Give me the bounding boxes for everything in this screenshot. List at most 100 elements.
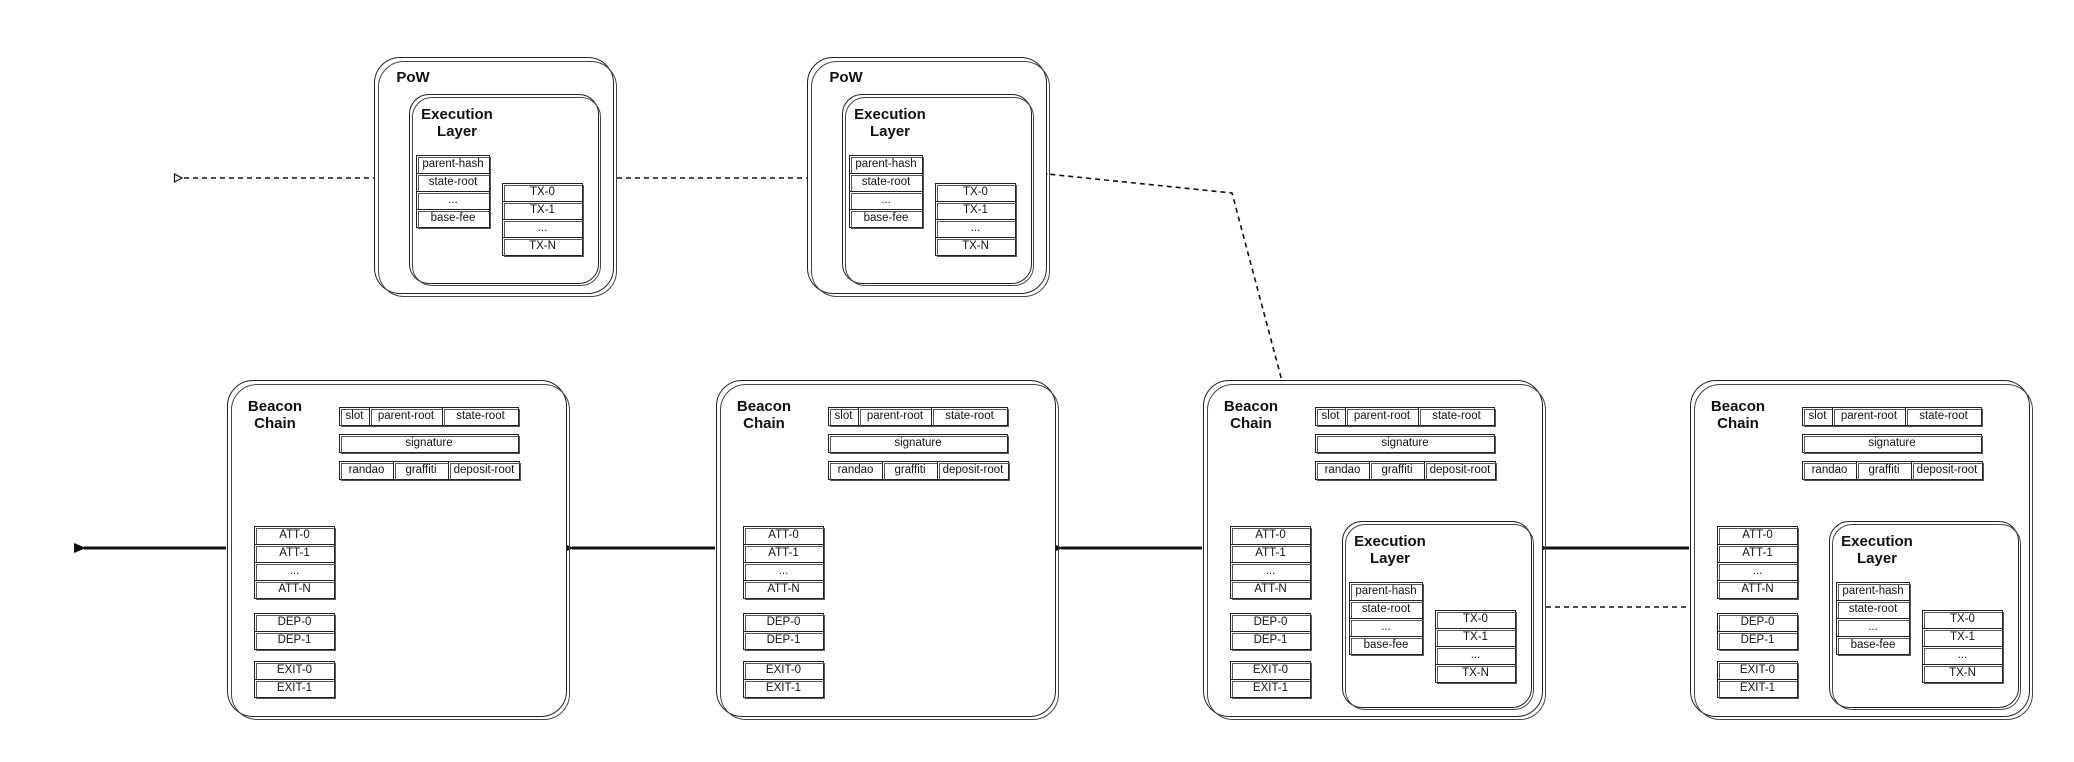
signature-cell: signature — [1802, 434, 1983, 454]
transaction-cell-tx-n: TX-N — [1922, 664, 2004, 684]
exit-cell-exit-0: EXIT-0 — [254, 661, 336, 681]
transaction-cell-tx-1: TX-1 — [935, 201, 1017, 221]
attestation-cell-att-0: ATT-0 — [254, 526, 336, 546]
header-cell-state-root: state-root — [442, 407, 520, 427]
signature-cell: signature — [339, 434, 520, 454]
beacon-chain-label: Beacon Chain — [1710, 398, 1766, 432]
header-field-cell-parent-hash: parent-hash — [1836, 582, 1911, 602]
header-field-cell-ellipsis: ... — [1349, 618, 1424, 638]
transaction-cell-ellipsis: ... — [502, 219, 584, 239]
transaction-cell-tx-0: TX-0 — [935, 183, 1017, 203]
signature-cell: signature — [1315, 434, 1496, 454]
header-cell-deposit-root: deposit-root — [937, 461, 1010, 481]
transaction-cell-ellipsis: ... — [935, 219, 1017, 239]
beacon-chain-label: Beacon Chain — [736, 398, 792, 432]
attestation-cell-att-0: ATT-0 — [1230, 526, 1312, 546]
transaction-cell-tx-1: TX-1 — [502, 201, 584, 221]
header-cell-deposit-root: deposit-root — [1424, 461, 1497, 481]
attestation-cell-ellipsis: ... — [254, 562, 336, 582]
header-cell-parent-root: parent-root — [369, 407, 444, 427]
header-cell-slot: slot — [339, 407, 371, 427]
transaction-cell-tx-0: TX-0 — [1922, 610, 2004, 630]
header-cell-deposit-root: deposit-root — [448, 461, 521, 481]
transaction-cell-tx-1: TX-1 — [1922, 628, 2004, 648]
attestation-cell-ellipsis: ... — [1230, 562, 1312, 582]
attestation-cell-att-n: ATT-N — [1717, 580, 1799, 600]
attestation-cell-att-1: ATT-1 — [1717, 544, 1799, 564]
header-field-cell-state-root: state-root — [1836, 600, 1911, 620]
header-field-cell-ellipsis: ... — [1836, 618, 1911, 638]
attestation-cell-att-1: ATT-1 — [743, 544, 825, 564]
exit-cell-exit-1: EXIT-1 — [1230, 679, 1312, 699]
deposit-cell-dep-0: DEP-0 — [1717, 613, 1799, 633]
header-cell-randao: randao — [828, 461, 884, 481]
exit-cell-exit-0: EXIT-0 — [1717, 661, 1799, 681]
deposit-cell-dep-0: DEP-0 — [1230, 613, 1312, 633]
header-field-cell-state-root: state-root — [1349, 600, 1424, 620]
attestation-cell-att-1: ATT-1 — [1230, 544, 1312, 564]
deposit-cell-dep-1: DEP-1 — [1230, 631, 1312, 651]
pow-label: PoW — [396, 69, 430, 86]
header-field-cell-state-root: state-root — [416, 173, 491, 193]
attestation-cell-att-n: ATT-N — [1230, 580, 1312, 600]
execution-layer-title: Execution Layer — [421, 106, 493, 140]
attestation-cell-att-1: ATT-1 — [254, 544, 336, 564]
deposit-cell-dep-1: DEP-1 — [743, 631, 825, 651]
exit-cell-exit-0: EXIT-0 — [1230, 661, 1312, 681]
header-field-cell-state-root: state-root — [849, 173, 924, 193]
header-field-cell-ellipsis: ... — [416, 191, 491, 211]
transaction-cell-tx-n: TX-N — [502, 237, 584, 257]
header-cell-graffiti: graffiti — [882, 461, 939, 481]
header-field-cell-base-fee: base-fee — [849, 209, 924, 229]
header-field-cell-ellipsis: ... — [849, 191, 924, 211]
beacon-chain-label: Beacon Chain — [247, 398, 303, 432]
attestation-cell-ellipsis: ... — [743, 562, 825, 582]
header-cell-state-root: state-root — [931, 407, 1009, 427]
header-cell-state-root: state-root — [1905, 407, 1983, 427]
attestation-cell-att-n: ATT-N — [743, 580, 825, 600]
execution-layer-title: Execution Layer — [1354, 533, 1426, 567]
pow-label: PoW — [829, 69, 863, 86]
header-cell-slot: slot — [1802, 407, 1834, 427]
header-field-cell-parent-hash: parent-hash — [849, 155, 924, 175]
deposit-cell-dep-0: DEP-0 — [743, 613, 825, 633]
exit-cell-exit-1: EXIT-1 — [254, 679, 336, 699]
signature-cell: signature — [828, 434, 1009, 454]
execution-layer-title: Execution Layer — [854, 106, 926, 140]
transaction-cell-tx-n: TX-N — [1435, 664, 1517, 684]
header-field-cell-base-fee: base-fee — [1349, 636, 1424, 656]
header-field-cell-parent-hash: parent-hash — [416, 155, 491, 175]
deposit-cell-dep-1: DEP-1 — [1717, 631, 1799, 651]
transaction-cell-ellipsis: ... — [1435, 646, 1517, 666]
header-cell-parent-root: parent-root — [1832, 407, 1907, 427]
exit-cell-exit-0: EXIT-0 — [743, 661, 825, 681]
header-cell-slot: slot — [828, 407, 860, 427]
header-cell-randao: randao — [1802, 461, 1858, 481]
header-cell-parent-root: parent-root — [858, 407, 933, 427]
transaction-cell-ellipsis: ... — [1922, 646, 2004, 666]
attestation-cell-att-0: ATT-0 — [743, 526, 825, 546]
transaction-cell-tx-1: TX-1 — [1435, 628, 1517, 648]
attestation-cell-ellipsis: ... — [1717, 562, 1799, 582]
exit-cell-exit-1: EXIT-1 — [743, 679, 825, 699]
header-cell-randao: randao — [1315, 461, 1371, 481]
header-cell-graffiti: graffiti — [393, 461, 450, 481]
transaction-cell-tx-0: TX-0 — [502, 183, 584, 203]
attestation-cell-att-n: ATT-N — [254, 580, 336, 600]
beacon-chain-label: Beacon Chain — [1223, 398, 1279, 432]
deposit-cell-dep-0: DEP-0 — [254, 613, 336, 633]
attestation-cell-att-0: ATT-0 — [1717, 526, 1799, 546]
header-field-cell-base-fee: base-fee — [416, 209, 491, 229]
header-field-cell-parent-hash: parent-hash — [1349, 582, 1424, 602]
transaction-cell-tx-0: TX-0 — [1435, 610, 1517, 630]
